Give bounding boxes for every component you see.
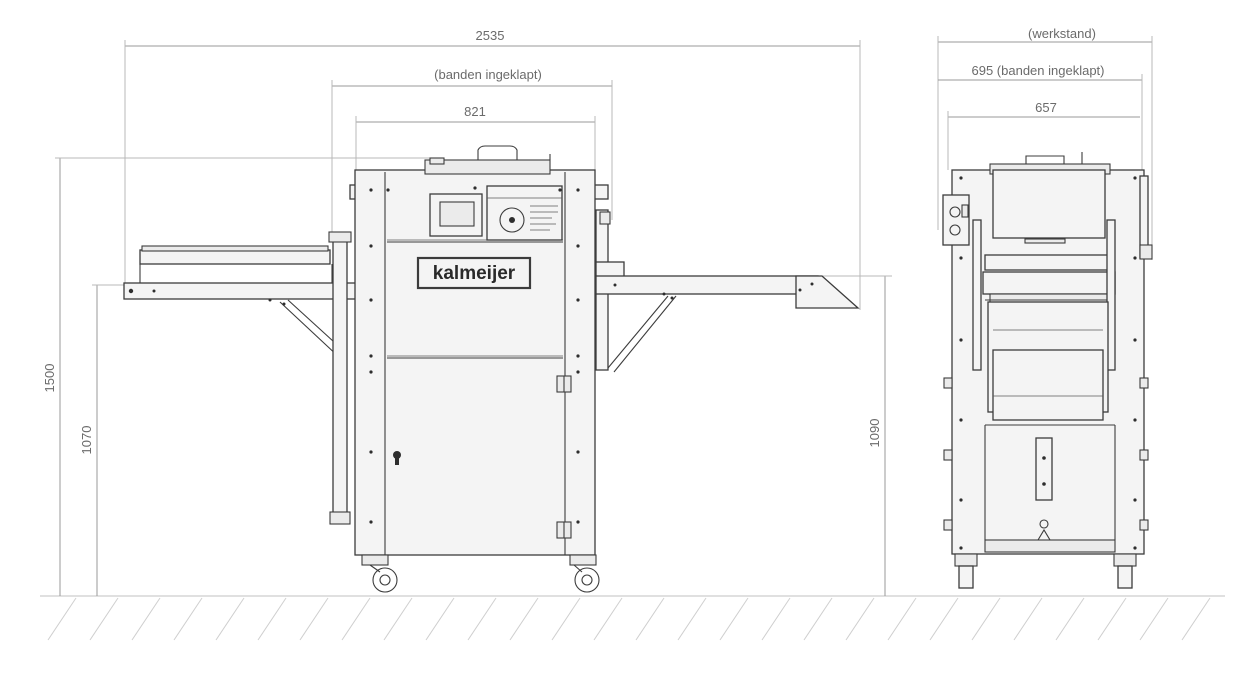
screw (959, 498, 963, 502)
screw (576, 450, 580, 454)
side-body-width-label: 657 (1035, 100, 1057, 115)
body-width-label: 821 (464, 104, 486, 119)
floor-hatch (173, 597, 203, 641)
screw (959, 176, 963, 180)
floor-hatch (383, 597, 413, 641)
left-infeed-table (123, 231, 359, 525)
side-view-machine (942, 152, 1153, 589)
floor-hatch (47, 597, 77, 641)
screw (386, 188, 390, 192)
screw (369, 370, 373, 374)
screw (576, 298, 580, 302)
front-casters (361, 554, 600, 593)
screw (1133, 498, 1137, 502)
floor-hatch (1181, 597, 1211, 641)
screw (576, 354, 580, 358)
floor-hatch (299, 597, 329, 641)
front-screws (369, 186, 580, 524)
right-outfeed-belt (595, 209, 860, 373)
screw (1133, 338, 1137, 342)
screw (959, 546, 963, 550)
screw (576, 244, 580, 248)
screw (1133, 546, 1137, 550)
floor (40, 595, 1225, 641)
screw (1133, 418, 1137, 422)
floor-hatch (845, 597, 875, 641)
floor-hatch (509, 597, 539, 641)
screw (369, 354, 373, 358)
total-height-label: 1500 (42, 364, 57, 393)
screw (369, 244, 373, 248)
screw (1133, 176, 1137, 180)
floor-hatch (1055, 597, 1085, 641)
floor-hatch (1013, 597, 1043, 641)
floor-hatch (131, 597, 161, 641)
floor-hatch (971, 597, 1001, 641)
floor-hatch (887, 597, 917, 641)
screw (959, 256, 963, 260)
floor-hatch (257, 597, 287, 641)
screw (576, 188, 580, 192)
floor-hatch (89, 597, 119, 641)
floor-hatch (1139, 597, 1169, 641)
total-length-label: 2535 (476, 28, 505, 43)
floor-hatch (677, 597, 707, 641)
outfeed-height-label: 1090 (867, 419, 882, 448)
floor-hatch (215, 597, 245, 641)
screw (959, 418, 963, 422)
floor-hatch (593, 597, 623, 641)
screw (369, 520, 373, 524)
floor-hatch (803, 597, 833, 641)
kalmeijer-logo: kalmeijer (433, 263, 516, 284)
floor-hatch (467, 597, 497, 641)
screw (558, 188, 562, 192)
main-cabinet: kalmeijer (349, 145, 609, 556)
screw (369, 188, 373, 192)
side-dimensions (937, 36, 1153, 260)
length-folded-label: (banden ingeklapt) (434, 67, 542, 82)
front-view-machine: kalmeijer (123, 145, 860, 593)
floor-hatch (761, 597, 791, 641)
screw (576, 370, 580, 374)
floor-hatch (1097, 597, 1127, 641)
floor-hatch (341, 597, 371, 641)
floor-hatch (929, 597, 959, 641)
screw (473, 186, 477, 190)
width-folded-label: 695 (banden ingeklapt) (972, 63, 1105, 78)
side-screws (959, 176, 1137, 550)
floor-hatch (635, 597, 665, 641)
screw (369, 298, 373, 302)
working-width-label: (werkstand) (1028, 26, 1096, 41)
screw (959, 338, 963, 342)
floor-hatch (719, 597, 749, 641)
screw (576, 520, 580, 524)
floor-hatch (425, 597, 455, 641)
screw (1133, 256, 1137, 260)
screw (369, 450, 373, 454)
floor-hatch (551, 597, 581, 641)
table-height-label: 1070 (79, 426, 94, 455)
